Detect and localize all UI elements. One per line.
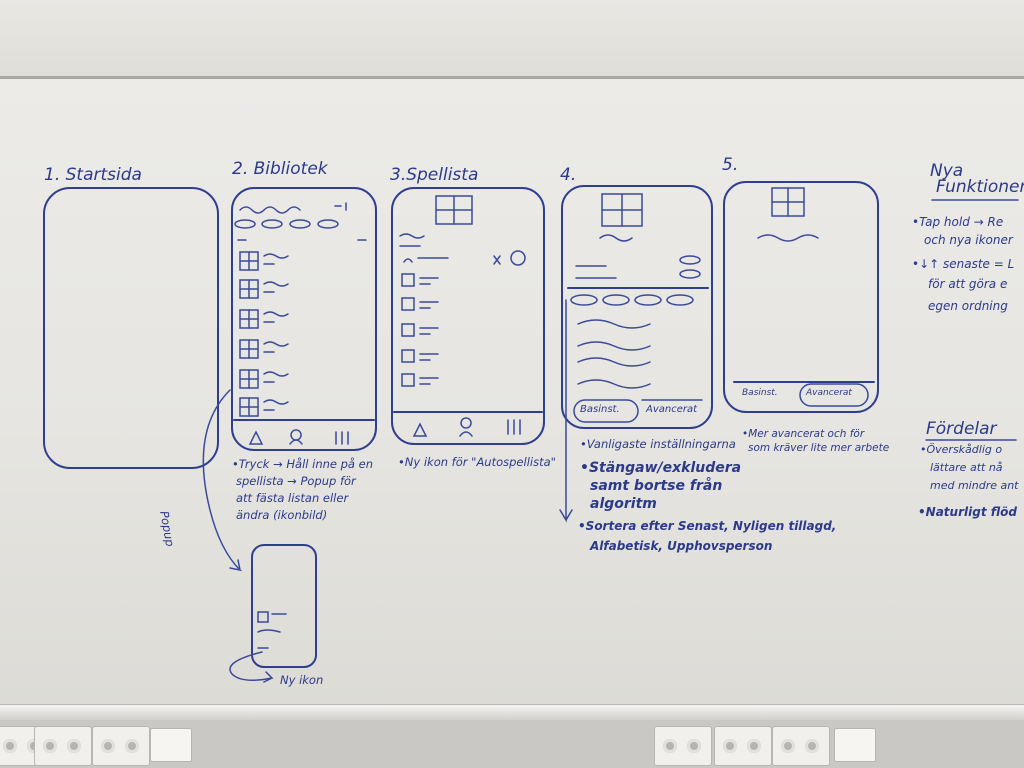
screen-4-note-1: •Vanligaste inställningarna	[580, 437, 736, 451]
ford-note-4: •Naturligt flöd	[918, 505, 1018, 519]
screen-4-note-2: •Stängaw/exkludera	[580, 460, 742, 476]
screen-1-title: 1. Startsida	[44, 165, 142, 185]
screen-5-title: 5.	[722, 155, 739, 175]
screen-3-phone	[391, 187, 545, 445]
marker-tray	[0, 704, 1024, 721]
rail-switch	[150, 728, 192, 762]
ford-note-1: •Överskådlig o	[920, 443, 1003, 456]
screen-2-note-1: •Tryck → Håll inne på en	[232, 457, 373, 471]
funk-note-3: •↓↑ senaste = L	[912, 257, 1015, 271]
screen-2-title: 2. Bibliotek	[232, 159, 328, 179]
screen-4-tab-advanced: Avancerat	[646, 404, 698, 415]
power-socket	[714, 726, 772, 766]
screen-2-note-2: spellista → Popup för	[236, 474, 356, 488]
new-icon-label: Ny ikon	[280, 673, 324, 687]
popup-arrow	[202, 389, 243, 572]
screen-2-note-3: att fästa listan eller	[236, 491, 349, 505]
rail-switch	[834, 728, 876, 762]
screen-3-title: 3.Spellista	[390, 165, 479, 185]
screen-2-phone	[231, 187, 377, 451]
ford-note-2: lättare att nå	[930, 461, 1003, 474]
screen-5-phone	[723, 181, 879, 413]
screen-4-note-3: samt bortse från	[590, 478, 723, 494]
funk-note-1: •Tap hold → Re	[912, 215, 1004, 229]
nya-title: Nya	[930, 161, 964, 181]
screen-3-note-1: •Ny ikon för "Autospellista"	[398, 455, 556, 469]
screen-4-note-6: Alfabetisk, Upphovsperson	[590, 539, 773, 553]
power-socket	[772, 726, 830, 766]
screen-4-tab-basic: Basinst.	[580, 404, 620, 415]
screen-4-note-5: •Sortera efter Senast, Nyligen tillagd,	[578, 519, 837, 533]
screen-5-tab-advanced: Avancerat	[806, 388, 852, 398]
fordelar-title: Fördelar	[926, 419, 997, 439]
wall	[0, 0, 1024, 84]
screen-1-phone	[43, 187, 219, 469]
screen-4-note-4: algoritm	[590, 496, 657, 512]
funk-note-5: egen ordning	[928, 299, 1008, 313]
power-socket	[92, 726, 150, 766]
ford-note-3: med mindre ant	[930, 479, 1019, 492]
power-socket	[654, 726, 712, 766]
screen-5-tab-basic: Basinst.	[742, 388, 778, 398]
power-socket	[34, 726, 92, 766]
popup-phone	[229, 544, 317, 683]
funktioner-title: Funktioner	[936, 177, 1024, 197]
funk-note-4: för att göra e	[928, 277, 1008, 291]
screen-5-note-2: som kräver lite mer arbete	[748, 442, 890, 454]
screen-2-note-4: ändra (ikonbild)	[236, 508, 328, 522]
screen-4-title: 4.	[560, 165, 577, 185]
funk-note-2: och nya ikoner	[924, 233, 1013, 247]
screen-4-phone	[559, 185, 713, 523]
screen-5-note-1: •Mer avancerat och för	[742, 428, 865, 440]
